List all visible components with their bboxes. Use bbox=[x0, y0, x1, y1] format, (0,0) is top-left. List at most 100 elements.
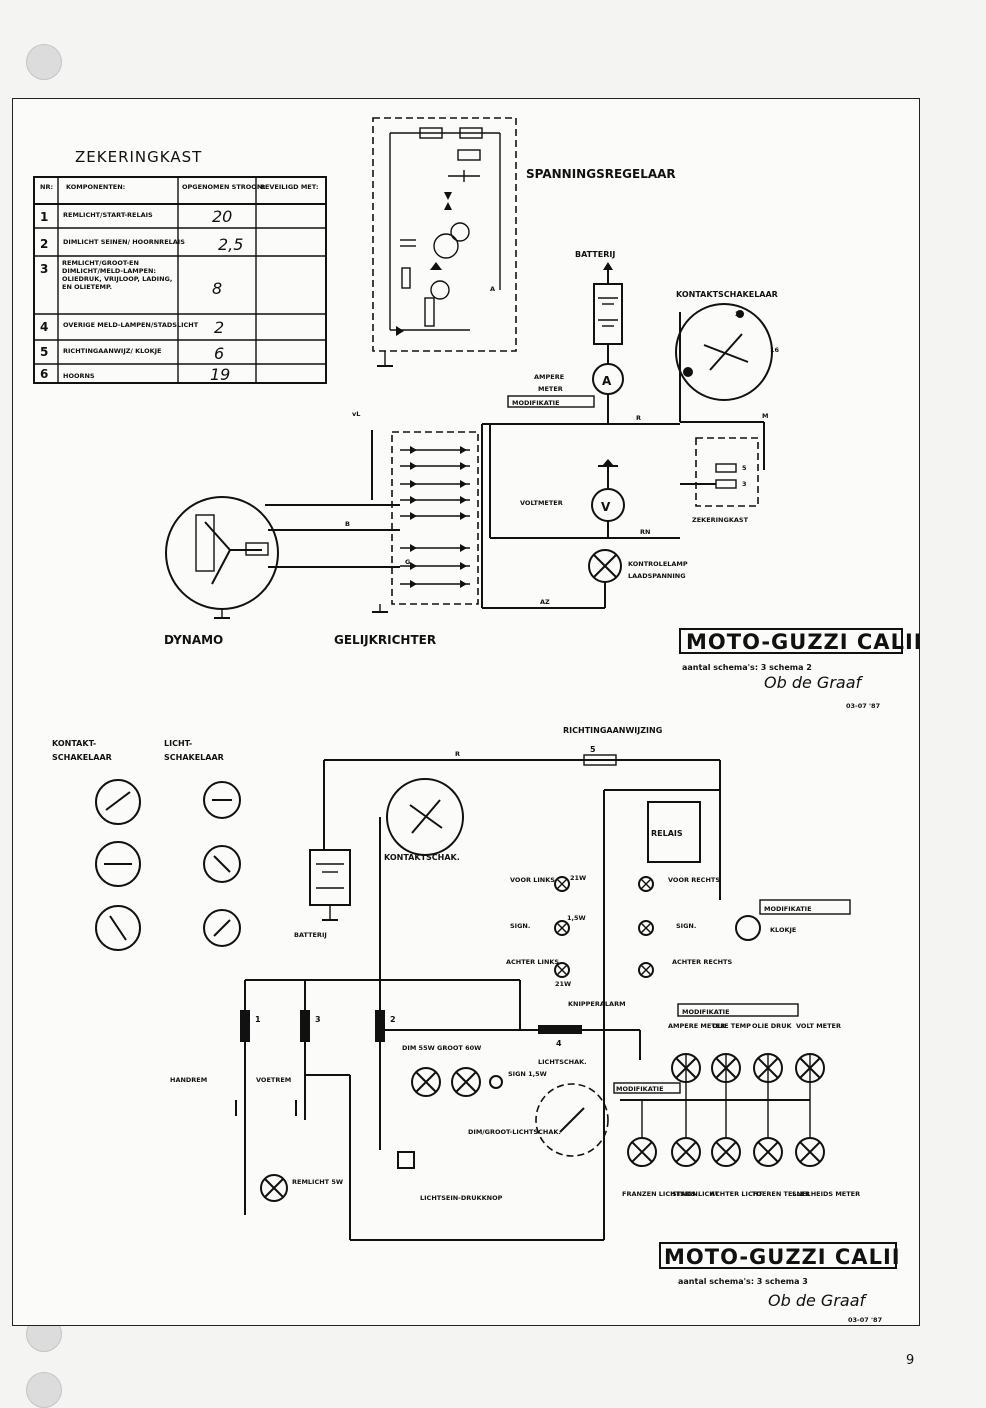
fuse-number: 5 bbox=[590, 745, 596, 754]
table-row-nr: 4 bbox=[40, 320, 48, 334]
clock-label: KLOKJE bbox=[770, 926, 796, 934]
indicator-lamp bbox=[711, 1053, 741, 1100]
turn-signal-label: RICHTINGAANWIJZING bbox=[563, 726, 662, 735]
light-switch: DIM 55W GROOT 60W SIGN 1,5W LICHTSCHAK. … bbox=[397, 1044, 681, 1202]
wire-label-vl: vL bbox=[352, 410, 360, 418]
fuse-number: 3 bbox=[315, 1015, 321, 1024]
wire-label-b: B bbox=[345, 520, 350, 528]
wire-label-m: M bbox=[762, 412, 768, 420]
indicator-label: AMPERE METER bbox=[668, 1022, 725, 1030]
table-row-current: 19 bbox=[210, 365, 230, 384]
ammeter-label: METER bbox=[538, 385, 563, 393]
fusebox-title: ZEKERINGKAST bbox=[75, 148, 202, 166]
table-row-current: 6 bbox=[214, 344, 224, 363]
indicator-label: TOEREN TELLER bbox=[752, 1190, 810, 1198]
date: 03-07 '87 bbox=[846, 702, 880, 710]
bottom-wiring: R RICHTINGAANWIJZING 5 RELAIS KONTAKTSCH… bbox=[240, 726, 721, 1241]
diode bbox=[400, 496, 470, 504]
schema-count: aantal schema's: 3 schema 3 bbox=[678, 1277, 808, 1286]
indicator-lamp bbox=[753, 1100, 783, 1167]
title-block-top: MOTO-GUZZI CALII aantal schema's: 3 sche… bbox=[679, 628, 922, 710]
switch-terminal: 16 bbox=[770, 346, 780, 354]
diode bbox=[400, 562, 470, 570]
front-right-label: VOOR RECHTS bbox=[668, 876, 720, 884]
rectifier: GELIJKRICHTER bbox=[334, 431, 479, 647]
indicator-label: STADS LICHT bbox=[672, 1190, 720, 1198]
modification-label: MODIFIKATIE bbox=[616, 1085, 664, 1093]
regulator-label: SPANNINGSREGELAAR bbox=[526, 167, 676, 181]
front-left-label: VOOR LINKS bbox=[510, 876, 555, 884]
signal-lamp bbox=[638, 876, 654, 892]
table-row-current: 20 bbox=[212, 207, 232, 226]
ignition-switch-label: KONTAKTSCHAKELAAR bbox=[676, 290, 778, 299]
indicator-lamp bbox=[795, 1053, 825, 1100]
title-block-bottom: MOTO-GUZZI CALII aantal schema's: 3 sche… bbox=[659, 1242, 901, 1324]
wire-label-az: AZ bbox=[540, 598, 550, 606]
relay-label: RELAIS bbox=[651, 829, 683, 838]
signal-lamp bbox=[638, 962, 654, 978]
dim-switch-label: DIM/GROOT-LICHTSCHAK. bbox=[468, 1128, 561, 1136]
diode bbox=[400, 446, 470, 454]
modification-label: MODIFIKATIE bbox=[682, 1008, 730, 1016]
indicator-label: OLIE TEMP bbox=[712, 1022, 751, 1030]
table-row-component: HOORNS bbox=[63, 372, 95, 380]
signal-right-label: SIGN. bbox=[676, 922, 696, 930]
indicator-label: OLIE DRUK bbox=[752, 1022, 792, 1030]
author-signature: Ob de Graaf bbox=[764, 673, 864, 692]
ammeter: A AMPERE METER MODIFIKATIE bbox=[507, 363, 624, 424]
brake-light-label: REMLICHT 5W bbox=[292, 1178, 343, 1186]
table-header-protection: BEVEILIGD MET: bbox=[260, 183, 318, 191]
light-legend-label: LICHT-SCHAKELAAR bbox=[164, 739, 224, 762]
fuse-number: 1 bbox=[255, 1015, 261, 1024]
indicator-lamp bbox=[671, 1053, 701, 1100]
switch-terminal: 30 bbox=[735, 310, 745, 318]
logo: MOTO-GUZZI CALII bbox=[664, 1245, 901, 1269]
table-row-current: 2,5 bbox=[218, 235, 243, 254]
wire-label-a: A bbox=[490, 285, 495, 293]
wire-label-rn: RN bbox=[640, 528, 650, 536]
horn-button-label: LICHTSEIN-DRUKKNOP bbox=[420, 1194, 503, 1202]
ammeter-symbol: A bbox=[602, 374, 612, 388]
headlight-label: DIM 55W GROOT 60W bbox=[402, 1044, 481, 1052]
ignition-short-label: KONTAKTSCHAK. bbox=[384, 853, 460, 862]
handbrake-label: HANDREM bbox=[170, 1076, 207, 1084]
diode bbox=[400, 580, 470, 588]
lamp-watt: 21W bbox=[570, 874, 586, 882]
indicator-lamp bbox=[671, 1100, 701, 1167]
fuse-table: ZEKERINGKAST NR: KOMPONENTEN: OPGENOMEN … bbox=[33, 148, 327, 384]
table-row-component: OVERIGE MELD-LAMPEN/STADSLICHT bbox=[63, 321, 199, 329]
diode bbox=[400, 512, 470, 520]
wire-label-r: R bbox=[455, 750, 460, 758]
signal-lamp bbox=[554, 962, 570, 978]
turn-signal-lamps: VOOR LINKS VOOR RECHTS SIGN. SIGN. ACHTE… bbox=[506, 874, 732, 1008]
fuse-number: 5 bbox=[742, 464, 747, 472]
voltmeter-symbol: V bbox=[601, 500, 611, 514]
battery-label: BATTERIJ bbox=[294, 931, 327, 939]
date: 03-07 '87 bbox=[848, 1316, 882, 1324]
fuse-number: 2 bbox=[390, 1015, 396, 1024]
fusebox-small: 5 3 ZEKERINGKAST bbox=[680, 437, 759, 524]
diode bbox=[400, 462, 470, 470]
signal-lamp bbox=[554, 876, 570, 892]
battery: BATTERIJ bbox=[575, 250, 623, 364]
schema-count: aantal schema's: 3 schema 2 bbox=[682, 663, 812, 672]
signal-lamp bbox=[554, 920, 570, 936]
ignition-switch: KONTAKTSCHAKELAAR 30 16 M bbox=[675, 290, 780, 470]
ignition-legend-label: KONTAKT-SCHAKELAAR bbox=[52, 739, 112, 762]
fuse-number: 3 bbox=[742, 480, 747, 488]
brake-light: HANDREM VOETREM REMLICHT 5W bbox=[170, 1076, 343, 1202]
table-row-nr: 6 bbox=[40, 367, 48, 381]
diode bbox=[400, 480, 470, 488]
indicator-label: VOLT METER bbox=[796, 1022, 841, 1030]
author-signature: Ob de Graaf bbox=[768, 1291, 868, 1310]
hazard-label: KNIPPERALARM bbox=[568, 1000, 626, 1008]
signal-left-label: SIGN. bbox=[510, 922, 530, 930]
indicator-label: ACHTER LICHT bbox=[710, 1190, 763, 1198]
charge-lamp: KONTROLELAMP LAADSPANNING AZ bbox=[482, 549, 688, 609]
dynamo-label: DYNAMO bbox=[164, 633, 223, 647]
rectifier-label: GELIJKRICHTER bbox=[334, 633, 436, 647]
table-row-current: 2 bbox=[214, 318, 224, 337]
signal-lamp bbox=[638, 920, 654, 936]
rear-left-label: ACHTER LINKS bbox=[506, 958, 559, 966]
